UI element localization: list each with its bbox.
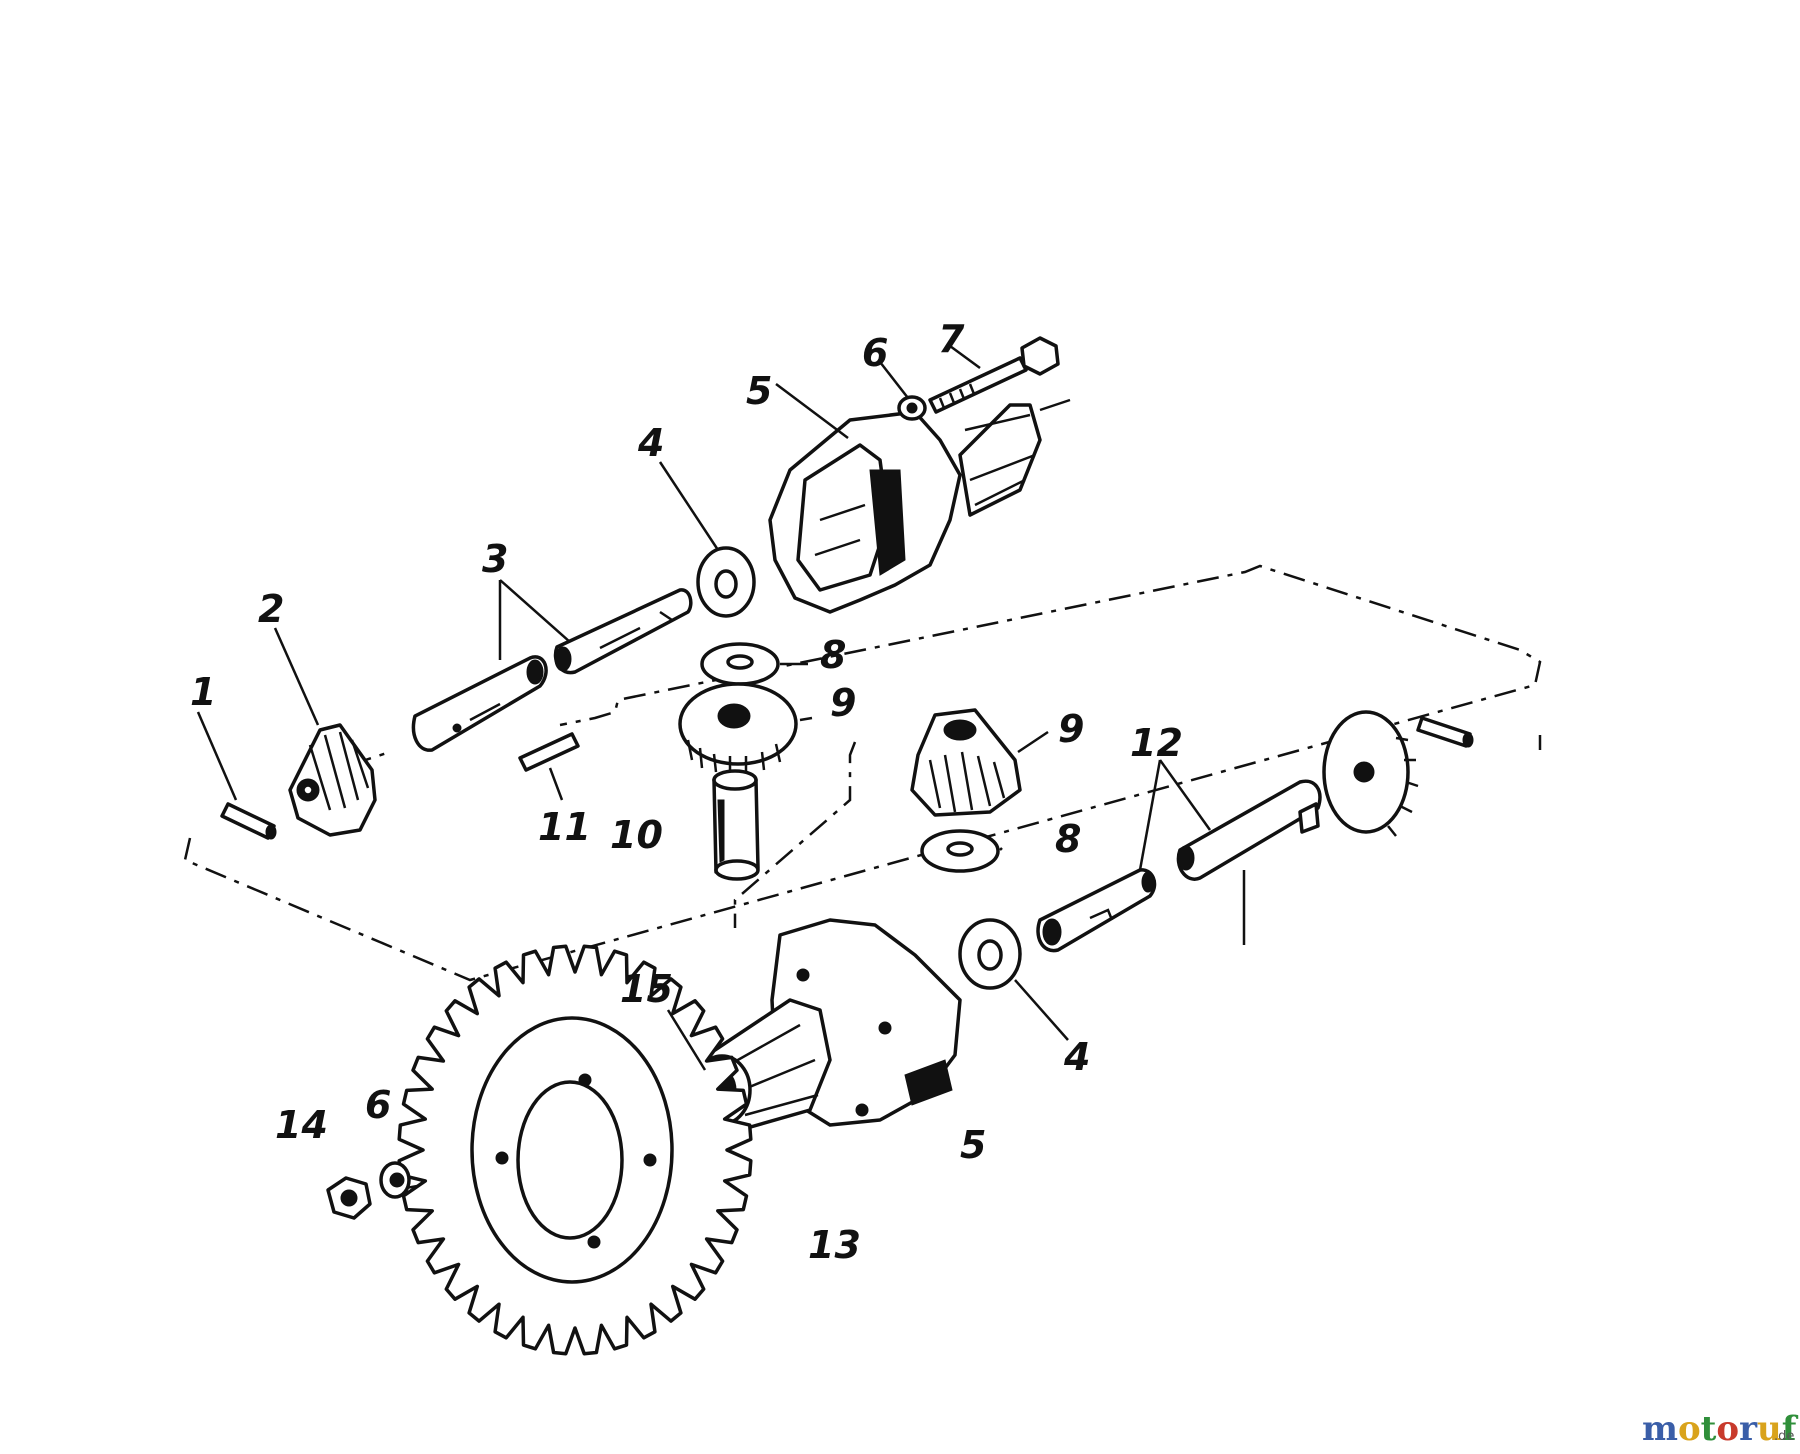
watermark-letter: o xyxy=(1716,1409,1739,1449)
callout-12: 12 xyxy=(1130,721,1183,765)
part-13-sprocket xyxy=(397,944,753,1356)
part-9-gear-flat xyxy=(678,682,798,774)
svg-text:motoruf: motoruf xyxy=(1642,1409,1799,1449)
callout-6-top: 6 xyxy=(862,331,888,375)
part-10-sleeve xyxy=(712,769,760,881)
callout-5-top: 5 xyxy=(746,369,772,413)
part-11-pin xyxy=(518,732,580,772)
callout-10: 10 xyxy=(610,813,663,857)
part-8-washer-top xyxy=(700,642,780,686)
part-9-gear-cone xyxy=(910,708,1022,817)
watermark-letter: f xyxy=(1782,1409,1799,1449)
part-7-bolt xyxy=(928,336,1060,414)
callout-1: 1 xyxy=(190,670,216,714)
watermark-suffix: .de xyxy=(1774,1429,1794,1444)
callout-11: 11 xyxy=(538,805,591,849)
part-6-lockwasher-top xyxy=(897,395,927,421)
part-3-shaft-right xyxy=(553,588,693,675)
part-12-shaft-small xyxy=(1036,868,1157,953)
watermark-letter: u xyxy=(1757,1409,1782,1449)
part-pin-right xyxy=(1416,716,1474,748)
callout-8-top: 8 xyxy=(820,633,846,677)
part-5-housing-top xyxy=(768,398,1071,614)
part-1-pin xyxy=(220,802,277,840)
watermark-letter: r xyxy=(1739,1409,1758,1449)
callout-3: 3 xyxy=(482,537,508,581)
callout-9-right: 9 xyxy=(1058,707,1084,751)
callout-labels: 1 2 3 4 5 6 7 8 9 11 10 9 12 8 15 4 5 14… xyxy=(190,317,1183,1267)
callout-8-right: 8 xyxy=(1055,817,1081,861)
part-3-shaft-left xyxy=(411,655,548,752)
callout-6-bottom: 6 xyxy=(365,1083,391,1127)
part-gear-wheel-right xyxy=(1322,710,1419,837)
callout-5-bottom: 5 xyxy=(960,1123,986,1167)
callout-13: 13 xyxy=(808,1223,861,1267)
callout-15: 15 xyxy=(620,967,673,1011)
callout-2: 2 xyxy=(258,587,284,631)
part-8-washer-bottom xyxy=(920,829,1000,873)
callout-9-top: 9 xyxy=(830,681,856,725)
part-2-bevel-gear xyxy=(288,723,377,837)
part-14-nut xyxy=(326,1176,372,1220)
part-12-shaft-long xyxy=(1176,779,1322,881)
watermark-letter: t xyxy=(1701,1409,1717,1449)
callout-14: 14 xyxy=(275,1103,328,1147)
watermark-letter: o xyxy=(1678,1409,1701,1449)
leader-lines xyxy=(196,344,1246,1071)
callout-4-bottom: 4 xyxy=(1063,1035,1090,1079)
part-6-lockwasher-bottom xyxy=(379,1161,411,1199)
callout-7: 7 xyxy=(938,317,965,361)
part-4-washer-top xyxy=(696,546,756,618)
callout-4-top: 4 xyxy=(637,421,664,465)
part-4-washer-bottom xyxy=(958,918,1022,990)
motoruf-watermark: motoruf .de xyxy=(1642,1409,1799,1449)
watermark-letter: m xyxy=(1642,1409,1678,1449)
